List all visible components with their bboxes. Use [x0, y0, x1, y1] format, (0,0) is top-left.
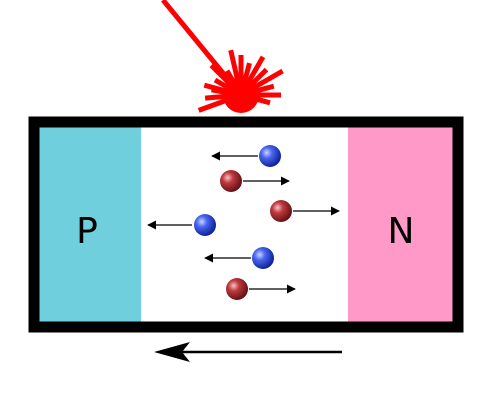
hole-2 — [270, 200, 340, 222]
n-region — [348, 122, 458, 327]
hole-particle-icon — [226, 278, 248, 300]
hole-particle-icon — [270, 200, 292, 222]
p-region-label: P — [76, 211, 98, 252]
electron-particle-icon — [194, 214, 216, 236]
n-region-label: N — [388, 211, 415, 252]
electron-particle-icon — [259, 145, 281, 167]
current-arrow-head — [154, 342, 190, 362]
hole-1 — [220, 170, 290, 192]
hole-particle-icon — [220, 170, 242, 192]
electron-2 — [147, 214, 216, 236]
electron-1 — [211, 145, 281, 167]
light-burst-core — [223, 77, 259, 113]
electron-particle-icon — [252, 247, 274, 269]
hole-3 — [226, 278, 296, 300]
electron-3 — [204, 247, 274, 269]
arrow-left-icon — [154, 342, 342, 362]
p-region — [34, 122, 141, 327]
device-frame — [28, 116, 464, 333]
